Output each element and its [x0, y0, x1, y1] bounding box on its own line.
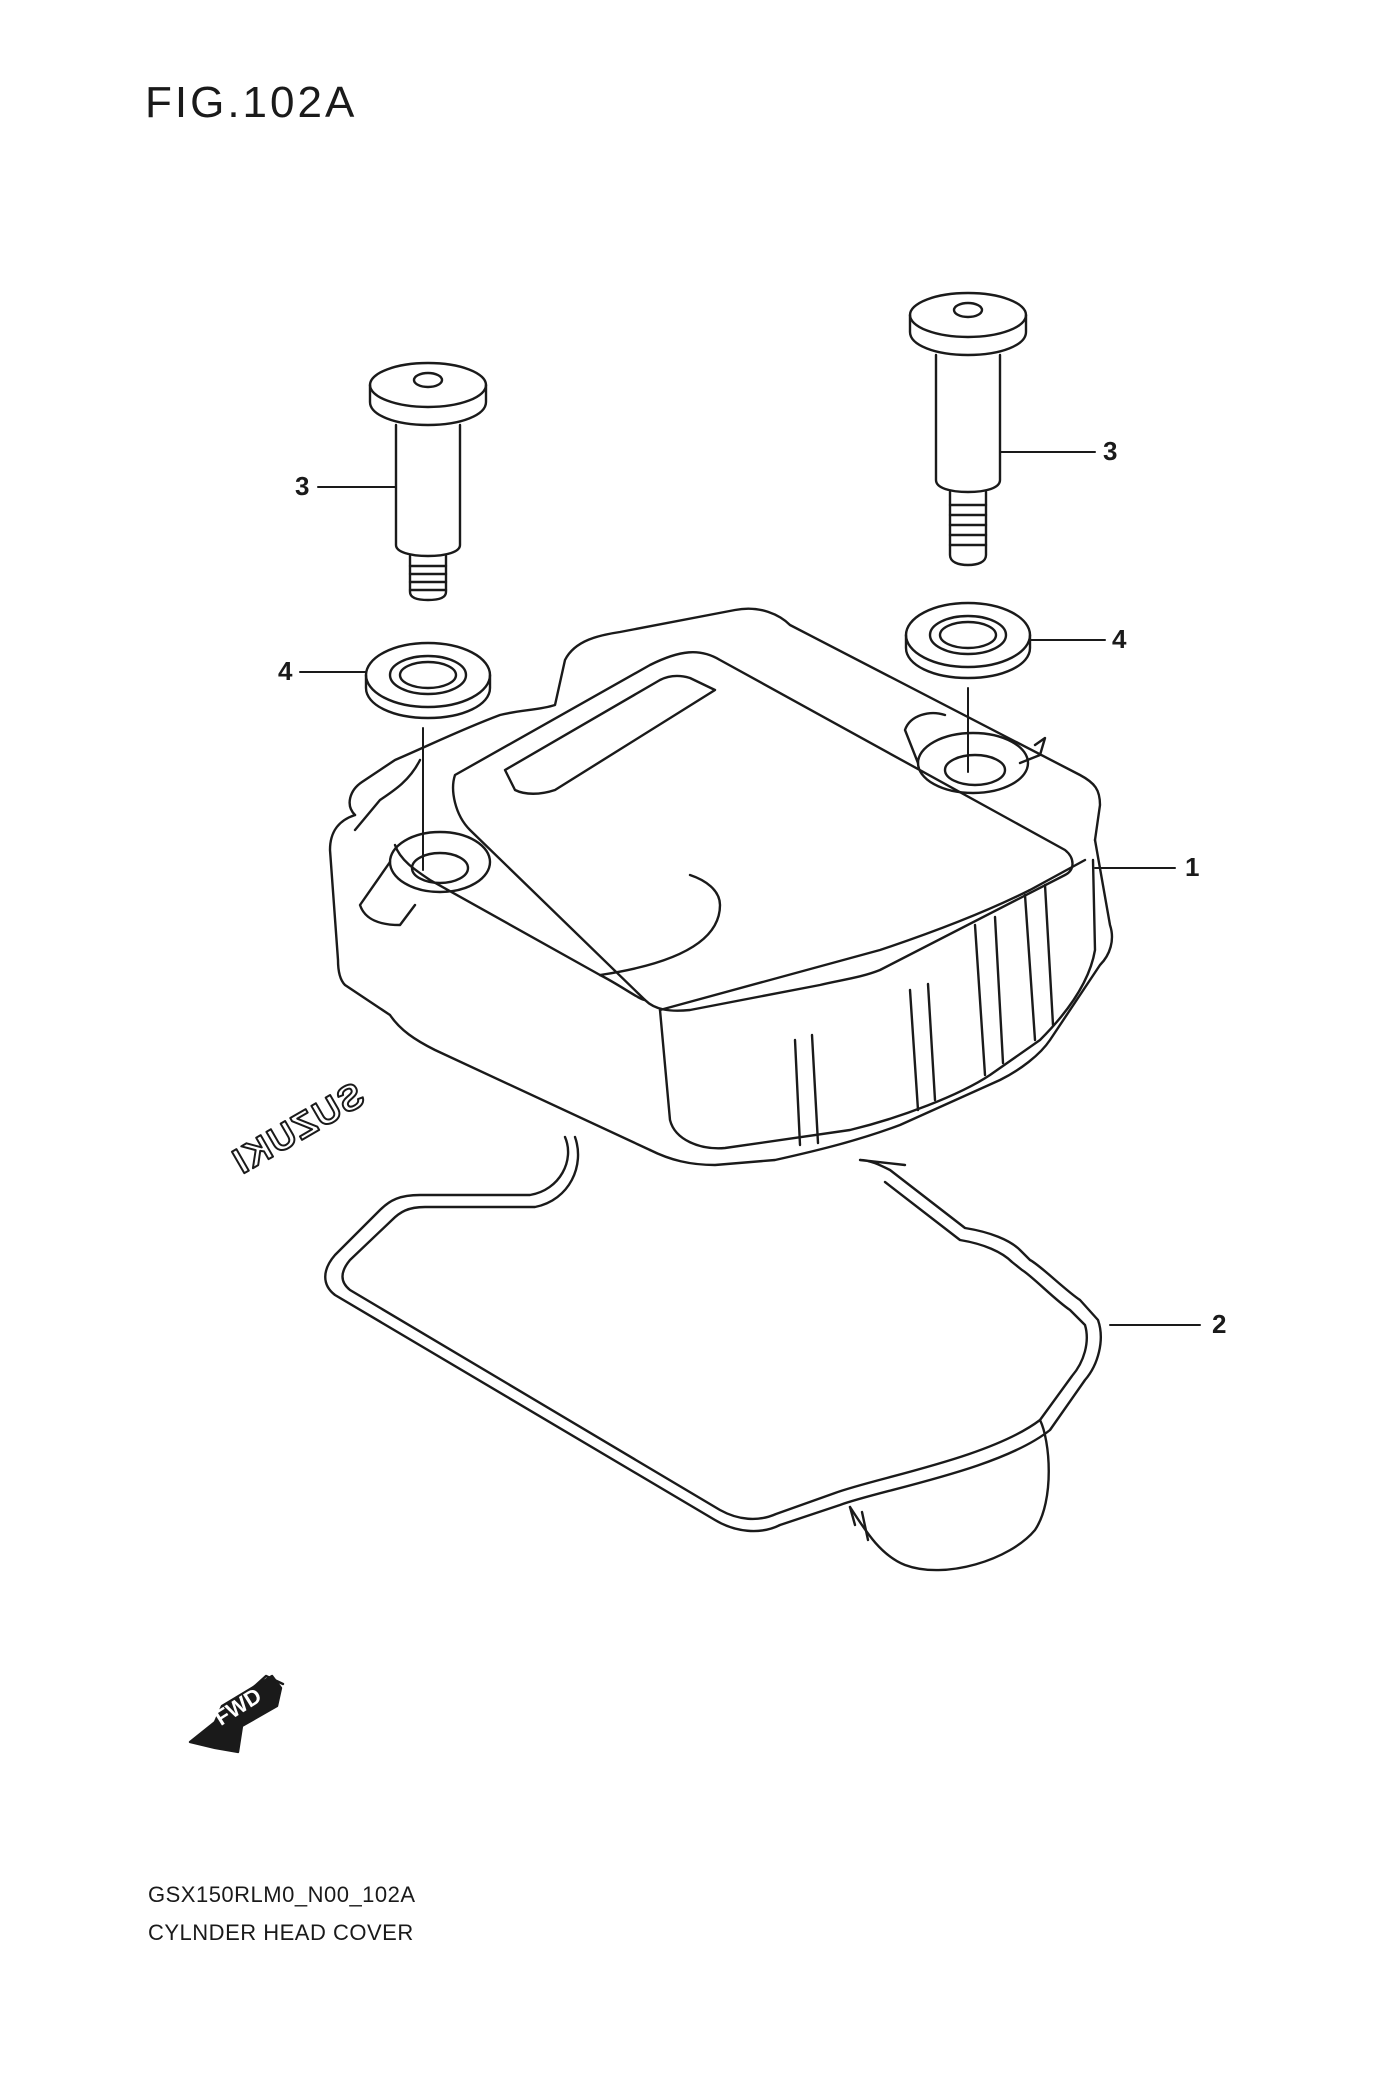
- callout-part-4-left: 4: [278, 656, 293, 686]
- suzuki-logo: SUZUKI: [223, 676, 715, 1183]
- cylinder-head-cover-part-1: SUZUKI: [223, 609, 1112, 1183]
- figure-code: GSX150RLM0_N00_102A: [148, 1882, 416, 1907]
- callout-part-3-right: 3: [1103, 436, 1118, 466]
- washer-right-part-4: [906, 603, 1030, 678]
- callout-part-4-right: 4: [1112, 624, 1127, 654]
- leader-lines: [300, 452, 1200, 1325]
- logo-text: SUZUKI: [224, 1074, 371, 1183]
- washer-left-part-4: [366, 643, 490, 718]
- gasket-part-2: [325, 1137, 1101, 1570]
- fwd-direction-arrow: FWD: [190, 1676, 283, 1752]
- callout-part-3-left: 3: [295, 471, 310, 501]
- bolt-right-part-3: [910, 293, 1026, 565]
- callout-part-2: 2: [1212, 1309, 1227, 1339]
- figure-name: CYLNDER HEAD COVER: [148, 1920, 414, 1945]
- figure-title: FIG.102A: [145, 78, 358, 127]
- assembly-guide-lines: [423, 688, 968, 870]
- bolt-left-part-3: [370, 363, 486, 600]
- callout-part-1: 1: [1185, 852, 1200, 882]
